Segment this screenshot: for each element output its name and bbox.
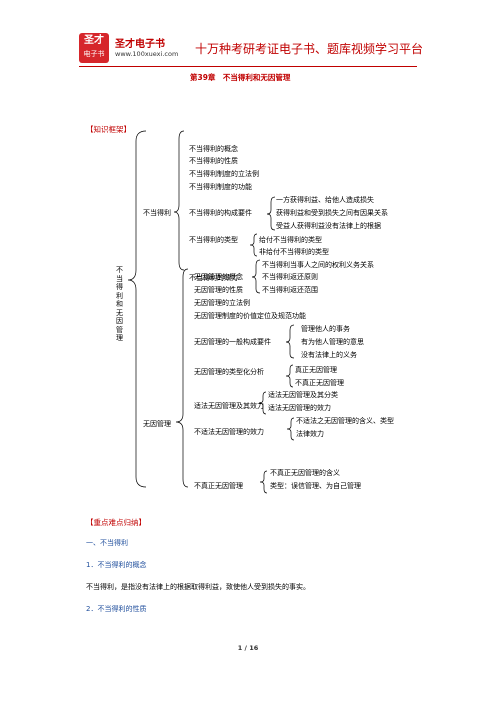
unjust-elements-brace [266, 196, 276, 231]
negotiorum-improper: 不适法之无因管理的含义、类型 [296, 417, 394, 425]
framework-root: 不当得利和无因管理 [116, 266, 123, 342]
unjust-type: 非给付不当得利的类型 [259, 248, 329, 256]
negotiorum-item: 无因管理制度的价值定位及规范功能 [194, 312, 306, 320]
negotiorum-elements-brace [285, 324, 295, 359]
unjust-item: 不当得利制度的立法例 [189, 170, 259, 178]
negotiorum-item: 无因管理的概念 [194, 273, 243, 281]
negotiorum-proper: 适法无因管理的效力 [268, 404, 331, 412]
unjust-element: 受益人获得利益没有法律上的根据 [276, 222, 381, 230]
unjust-label: 不当得利 [143, 209, 171, 217]
unjust-element: 获得利益和受到损失之间有因果关系 [276, 209, 388, 217]
header-rule [79, 66, 417, 67]
subsection-heading: 2．不当得利的性质 [86, 605, 147, 613]
negotiorum-type: 真正无因管理 [295, 366, 337, 374]
brand-name: 圣才电子书 [115, 39, 165, 50]
unjust-effect: 不当得利当事人之间的权利义务关系 [262, 261, 374, 269]
page-number: 1 / 16 [237, 644, 259, 652]
unjust-effect: 不当得利返还范围 [262, 286, 318, 294]
subsection-heading: 1．不当得利的概念 [86, 561, 147, 569]
logo-top-text: 圣才 [84, 35, 104, 46]
paragraph: 不当得利，是指没有法律上的根据取得利益，致使他人受到损失的事实。 [86, 583, 310, 591]
unjust-effect-brace [251, 259, 261, 294]
negotiorum-proper: 适法无因管理及其分类 [268, 391, 338, 399]
negotiorum-types-brace [285, 364, 294, 388]
negotiorum-item: 无因管理的立法例 [194, 299, 250, 307]
unjust-type: 给付不当得利的类型 [259, 236, 322, 244]
negotiorum-brace [175, 268, 189, 488]
negotiorum-elements-label: 无因管理的一般构成要件 [194, 338, 271, 346]
negotiorum-element: 有为他人管理的意思 [301, 338, 364, 346]
negotiorum-item: 无因管理的性质 [194, 286, 243, 294]
unjust-effect-label: 不当得利的效力 [189, 274, 238, 282]
website: www.100xuexi.com [115, 50, 179, 58]
unjust-item: 不当得利制度的功能 [189, 183, 252, 191]
negotiorum-element: 没有法律上的义务 [301, 351, 357, 359]
unjust-brace [173, 130, 185, 271]
negotiorum-element: 管理他人的事务 [301, 325, 350, 333]
unjust-element: 一方获得利益、给他人造成损失 [276, 196, 374, 204]
logo: 圣才 电子书 [79, 33, 109, 63]
unjust-item: 不当得利的性质 [189, 157, 238, 165]
unjust-types-brace [249, 233, 258, 257]
negotiorum-improper: 法律效力 [296, 430, 324, 438]
negotiorum-improper-brace [286, 417, 295, 441]
chapter-title: 第39章 不当得利和无因管理 [190, 73, 291, 82]
key-points-heading: 【重点难点归纳】 [86, 518, 146, 527]
unjust-effect: 不当得利返还原则 [262, 273, 318, 281]
unjust-types-label: 不当得利的类型 [189, 236, 238, 244]
negotiorum-false: 不真正无因管理的含义 [270, 469, 340, 477]
negotiorum-false: 类型：误信管理、为自己管理 [270, 482, 361, 490]
negotiorum-label: 无因管理 [143, 420, 171, 428]
negotiorum-false-brace [259, 470, 268, 494]
negotiorum-types-label: 无因管理的类型化分析 [194, 368, 264, 376]
slogan: 十万种考研考证电子书、题库视频学习平台 [195, 42, 424, 56]
unjust-item: 不当得利的概念 [189, 145, 238, 153]
negotiorum-proper-brace [258, 391, 267, 415]
root-brace [127, 130, 147, 488]
unjust-elements-label: 不当得利的构成要件 [189, 209, 252, 217]
logo-bottom-text: 电子书 [83, 50, 105, 58]
framework-heading: 【知识框架】 [86, 125, 131, 134]
negotiorum-proper-label: 适法无因管理及其效力 [194, 402, 264, 410]
negotiorum-improper-label: 不适法无因管理的效力 [194, 428, 264, 436]
negotiorum-false-label: 不真正无因管理 [194, 482, 243, 490]
negotiorum-type: 不真正无因管理 [295, 379, 344, 387]
section-heading: 一、不当得利 [86, 539, 128, 547]
